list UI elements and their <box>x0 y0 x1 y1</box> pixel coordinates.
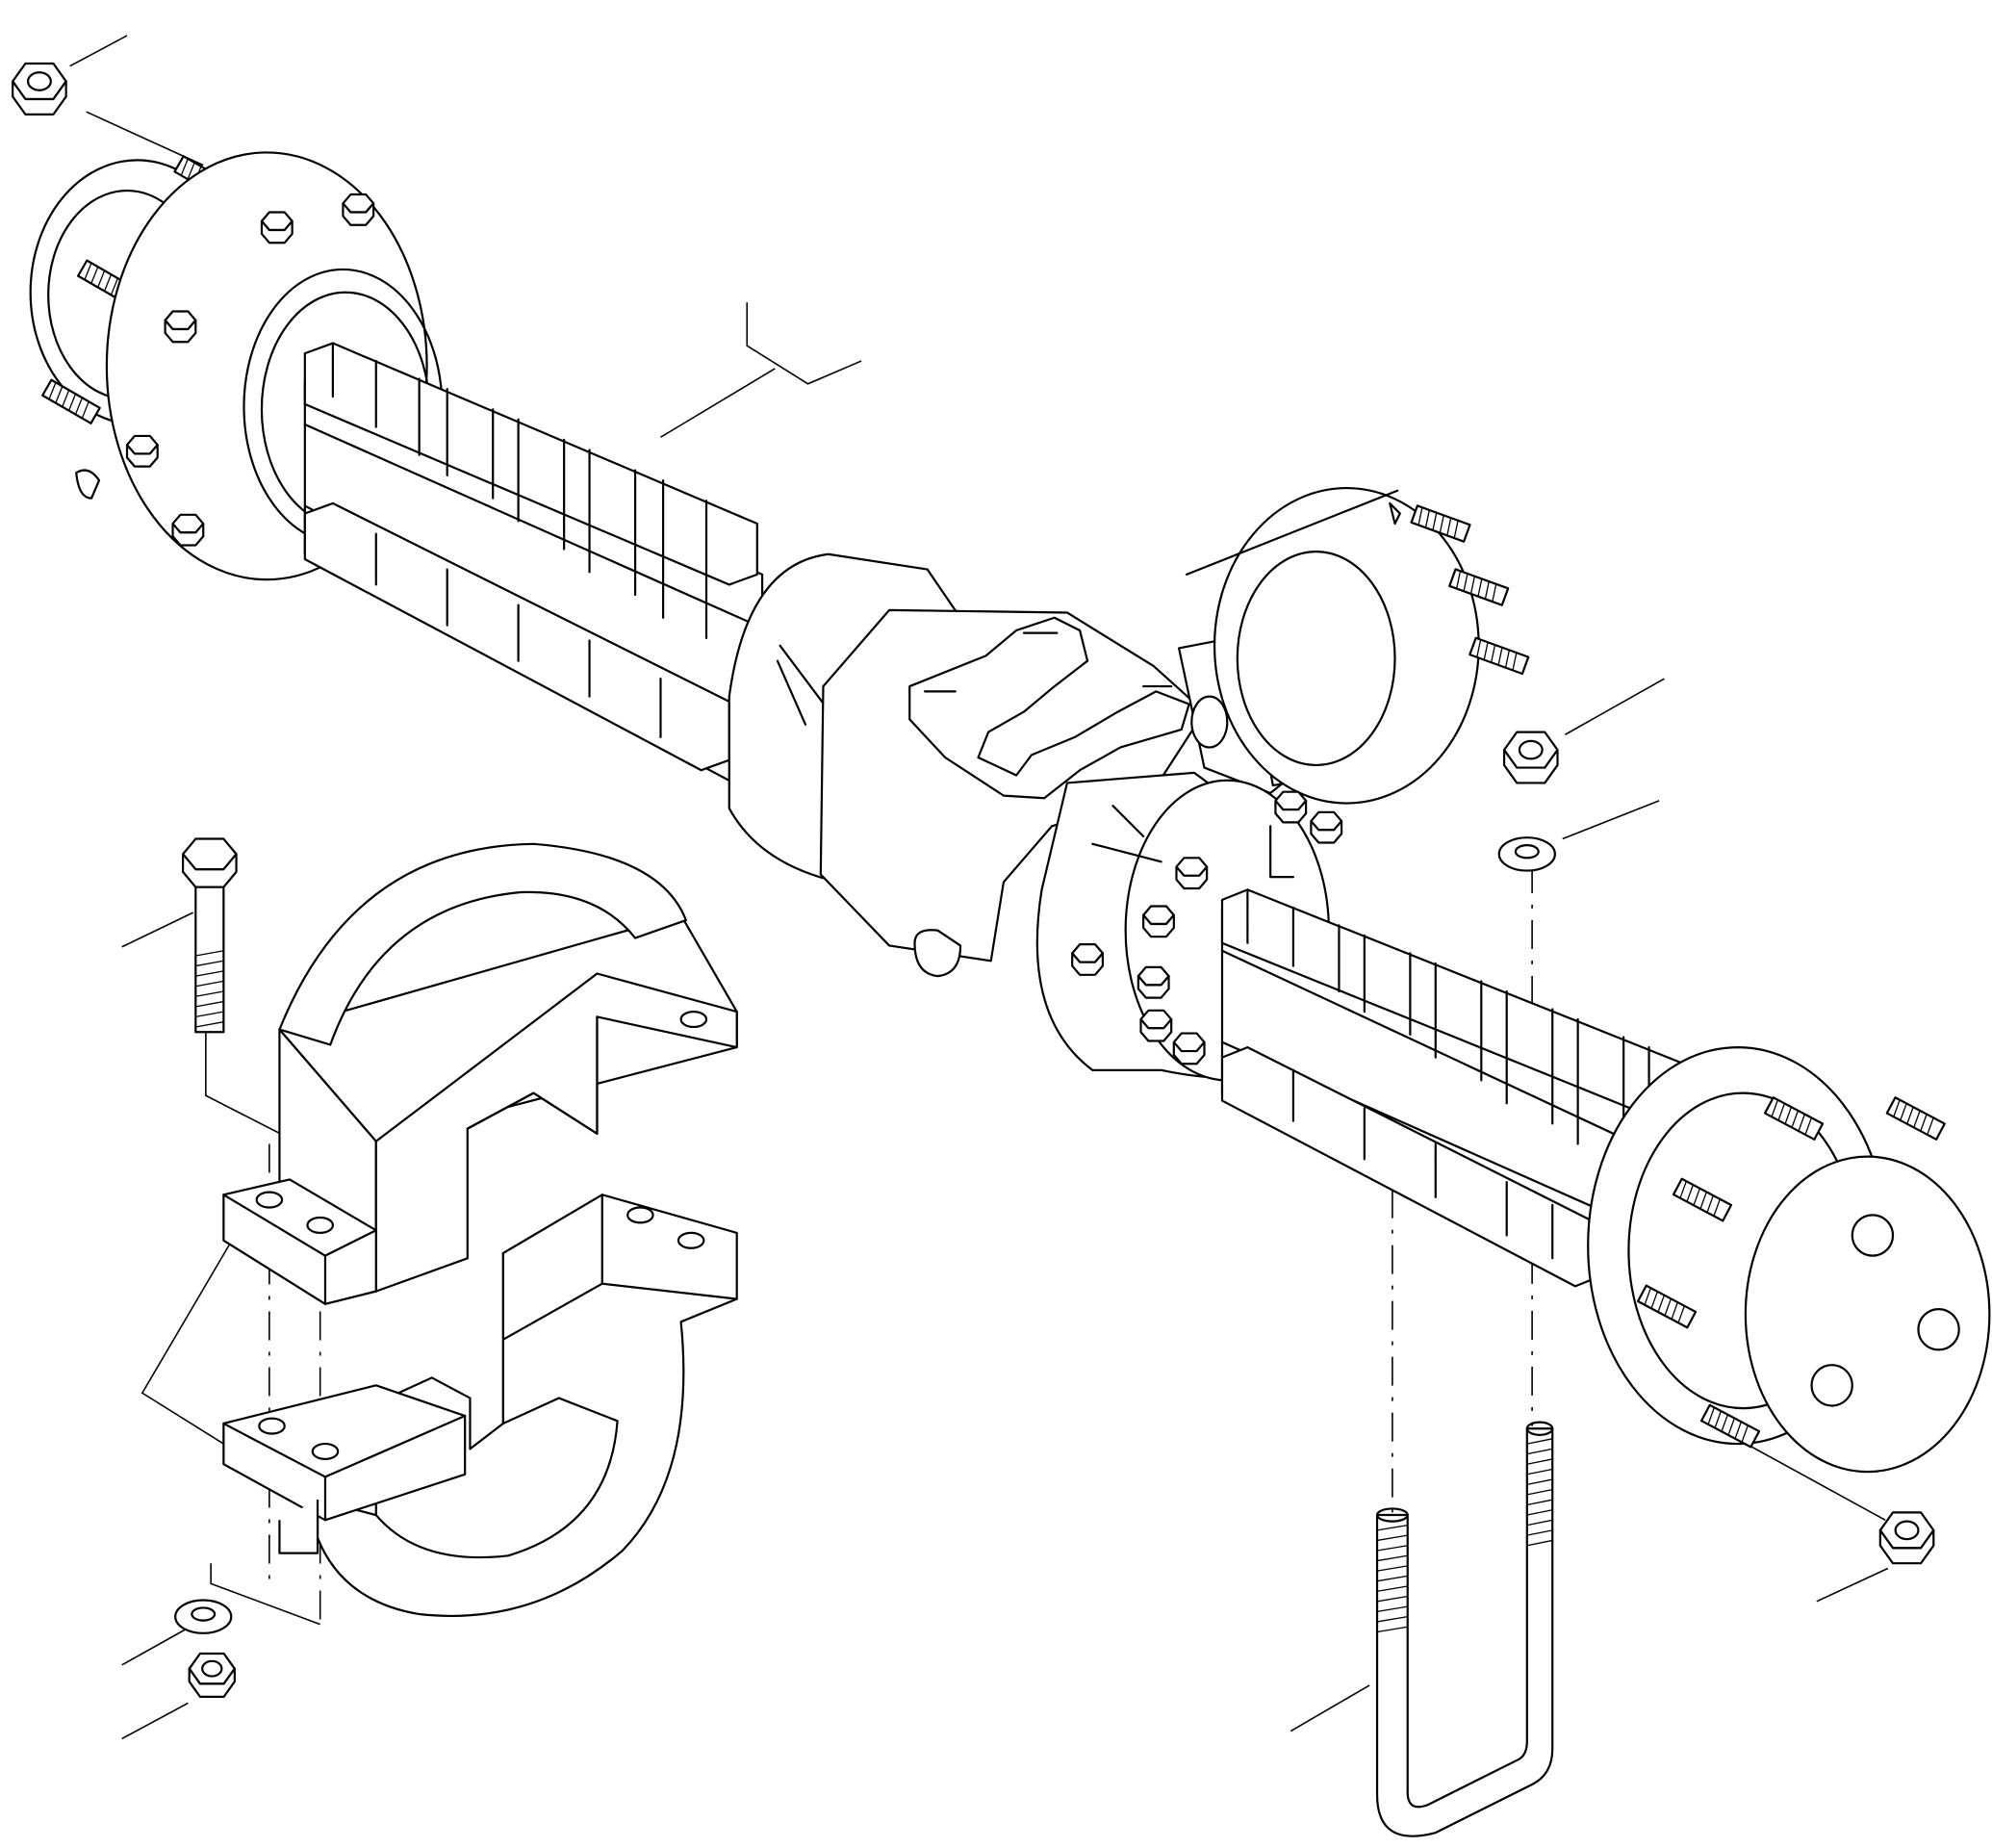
hex-nut-right <box>1502 731 1559 784</box>
washer-lower-left <box>175 1601 231 1633</box>
hex-nut-top-left <box>11 62 68 116</box>
washer-right <box>1499 837 1555 870</box>
right-axle-tube <box>1222 889 1699 1286</box>
hex-nut-lower-right <box>1878 1510 1935 1565</box>
left-axle-tube <box>305 344 762 799</box>
u-bolt <box>1377 1423 1552 1836</box>
hex-nut-lower-left <box>188 1652 237 1699</box>
lower-mounting-bracket <box>223 1194 736 1616</box>
callout-leader-lines <box>70 36 1888 1738</box>
right-wheel-hub <box>1588 1047 1989 1472</box>
center-drum <box>1187 488 1530 803</box>
upper-mounting-bracket <box>223 844 736 1304</box>
hex-bolt <box>183 839 236 1033</box>
